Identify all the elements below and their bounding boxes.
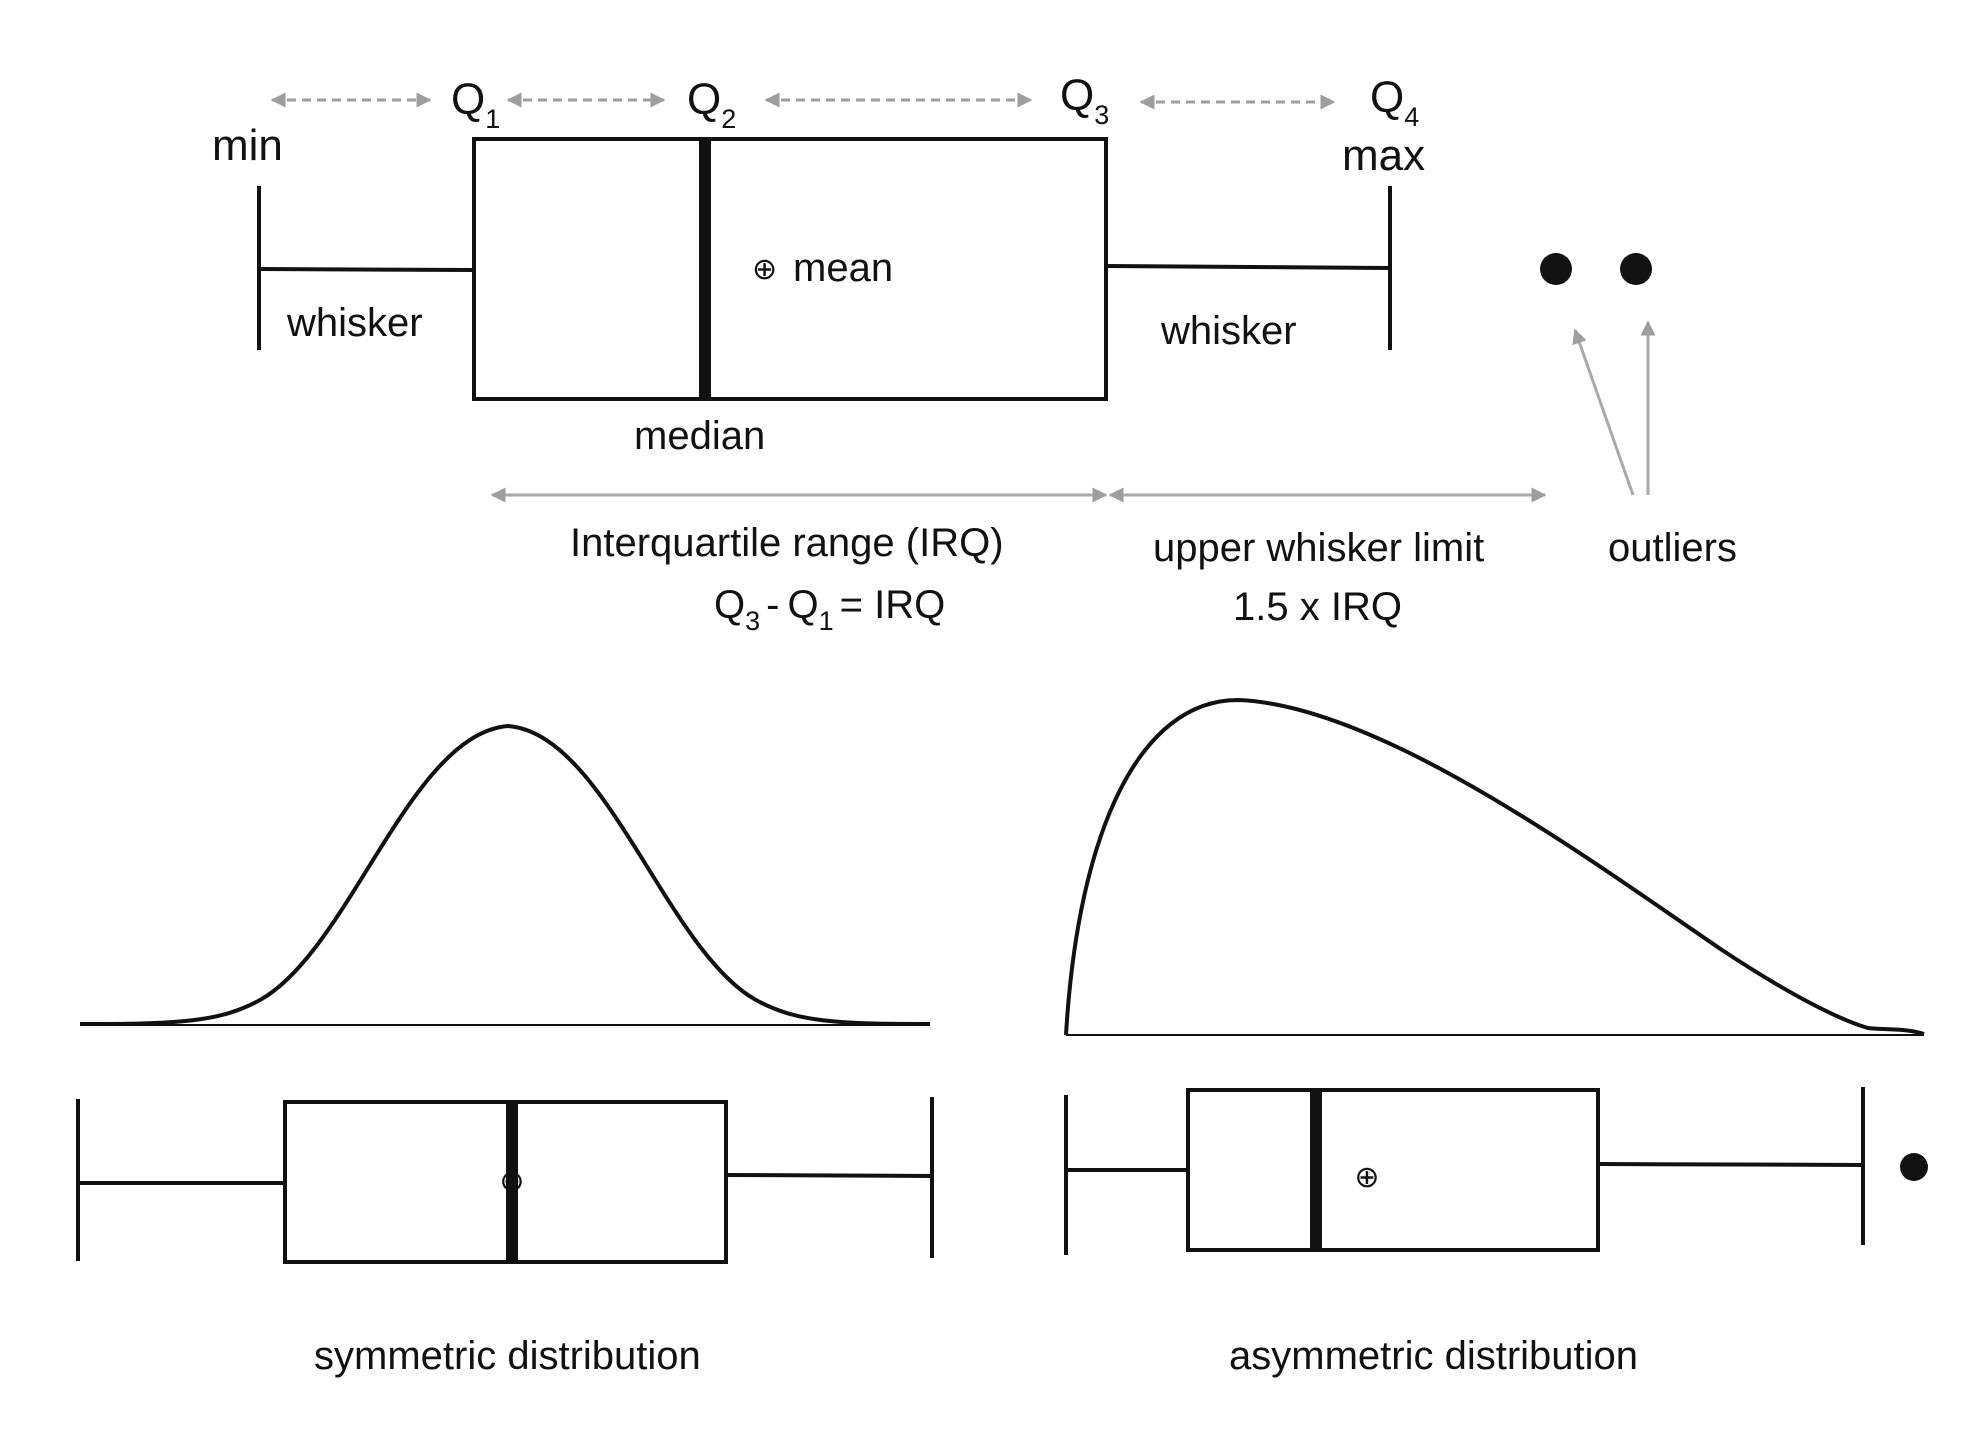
outlier-point: [1540, 253, 1572, 285]
asymmetric-right-whisker: [1597, 1162, 1864, 1167]
upper-limit-label: upper whisker limit: [1153, 526, 1484, 570]
asymmetric-panel: ⊕ asymmetric distribution: [1064, 697, 1928, 1378]
mean-label: mean: [793, 246, 893, 290]
max-label: max: [1342, 131, 1425, 180]
outliers-label: outliers: [1608, 526, 1737, 570]
q4-label: Q4: [1370, 73, 1419, 132]
outlier-pointer-arrow: [1572, 328, 1635, 496]
symmetric-panel: ⊕ symmetric distribution: [76, 723, 934, 1378]
symmetric-density-curve: [79, 723, 931, 1026]
left-whisker: [258, 267, 475, 272]
symmetric-mean-icon: ⊕: [499, 1165, 524, 1198]
symmetric-label: symmetric distribution: [314, 1334, 701, 1378]
mean-icon: ⊕: [752, 253, 777, 286]
right-whisker: [1105, 264, 1391, 270]
iqr-label: Interquartile range (IRQ): [570, 521, 1004, 565]
upper-limit-formula: 1.5 x IRQ: [1233, 585, 1402, 629]
outlier-point: [1620, 253, 1652, 285]
asymmetric-box: [1186, 1088, 1600, 1252]
iqr-box: [472, 137, 1108, 401]
q3-label: Q3: [1060, 71, 1109, 130]
top-boxplot: Q1 Q2 Q3 Q4 min max whisker median ⊕ mea…: [212, 71, 1737, 636]
iqr-formula: Q3-Q1= IRQ: [714, 583, 945, 636]
asymmetric-label: asymmetric distribution: [1229, 1334, 1638, 1378]
q1-label: Q1: [451, 75, 500, 134]
symmetric-box: [283, 1100, 728, 1264]
q2-label: Q2: [687, 75, 736, 134]
left-whisker-label: whisker: [286, 301, 423, 345]
asymmetric-outlier-point: [1900, 1153, 1928, 1181]
right-whisker-label: whisker: [1160, 309, 1297, 353]
symmetric-right-whisker: [725, 1173, 933, 1178]
asymmetric-density-curve: [1064, 697, 1925, 1036]
min-label: min: [212, 121, 283, 170]
median-label: median: [634, 414, 765, 458]
asymmetric-mean-icon: ⊕: [1354, 1161, 1379, 1194]
